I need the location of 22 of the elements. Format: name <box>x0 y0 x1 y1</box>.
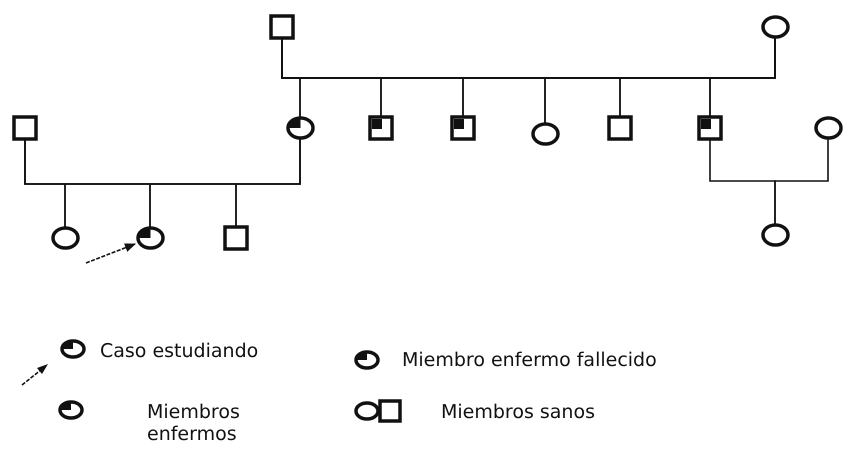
male-symbol <box>12 115 38 141</box>
affected-female-symbol <box>286 116 314 140</box>
pedigree-line <box>774 140 829 224</box>
pedigree-line <box>235 140 301 226</box>
affected-male-symbol <box>697 115 723 141</box>
male-symbol <box>223 225 249 251</box>
female-symbol <box>530 122 560 146</box>
proband-arrow <box>86 243 136 264</box>
female-symbol <box>760 223 790 247</box>
affected-male-symbol <box>368 115 394 141</box>
affected-female-symbol <box>136 226 164 250</box>
male-symbol <box>607 115 633 141</box>
female-symbol <box>814 116 842 140</box>
legend-text: Caso estudiando <box>100 340 258 362</box>
legend-text: Miembros enfermos <box>147 401 241 445</box>
legend-text: Miembros sanos <box>441 401 595 423</box>
female-symbol <box>760 15 790 39</box>
male-symbol <box>269 14 295 40</box>
female-symbol <box>50 226 80 250</box>
pedigree-line <box>709 38 776 116</box>
affected-male-symbol <box>450 115 476 141</box>
legend-text: Miembro enfermo fallecido <box>402 349 657 371</box>
